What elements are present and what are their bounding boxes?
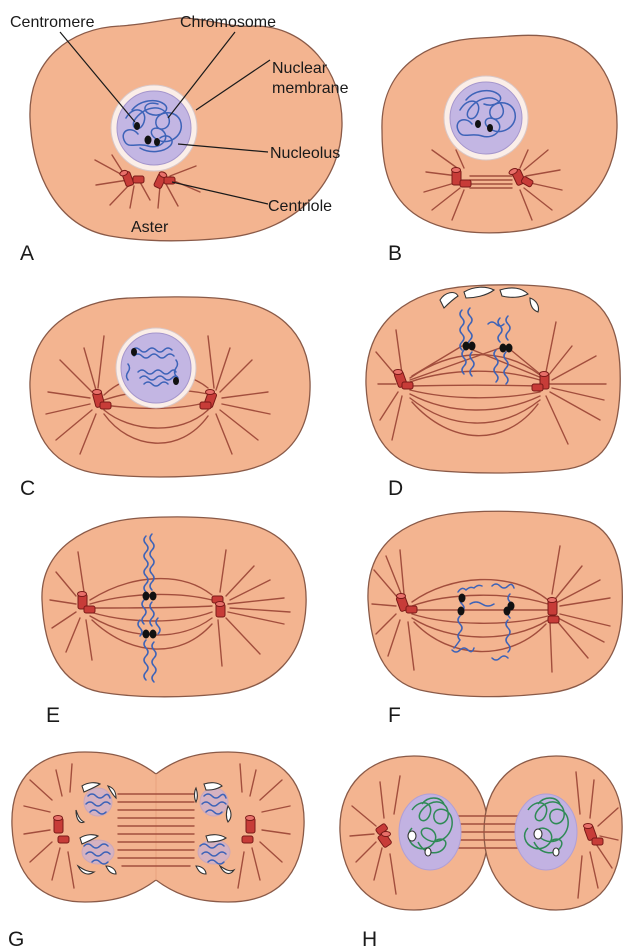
panel-label-c: C bbox=[20, 477, 35, 500]
callout-centriole: Centriole bbox=[268, 198, 332, 215]
callout-nuclear-line2: membrane bbox=[272, 80, 349, 97]
callout-nuclear-line1: Nuclear bbox=[272, 60, 328, 77]
callout-chromosome: Chromosome bbox=[180, 14, 276, 31]
centriole-pair-f-right bbox=[548, 598, 560, 624]
panel-label-e: E bbox=[46, 704, 60, 727]
callout-centromere: Centromere bbox=[10, 14, 95, 31]
panel-e: E bbox=[42, 517, 306, 727]
nucleus-c bbox=[121, 333, 191, 403]
panel-label-a: A bbox=[20, 242, 34, 265]
panel-label-f: F bbox=[388, 704, 401, 727]
panel-b: B bbox=[382, 35, 617, 265]
panel-label-h: H bbox=[362, 928, 377, 951]
panel-c: C bbox=[20, 297, 310, 500]
panel-label-d: D bbox=[388, 477, 403, 500]
nucleolus-a bbox=[145, 136, 152, 145]
panel-a: Centromere Chromosome Nuclear membrane N… bbox=[10, 14, 349, 265]
panel-g: G bbox=[8, 752, 304, 951]
callout-aster: Aster bbox=[131, 219, 169, 236]
centromere-a bbox=[134, 122, 140, 130]
panel-label-b: B bbox=[388, 242, 402, 265]
nucleus-b bbox=[450, 82, 522, 154]
panel-label-g: G bbox=[8, 928, 24, 951]
panel-h: H bbox=[340, 756, 622, 951]
callout-nucleolus: Nucleolus bbox=[270, 145, 340, 162]
panel-f: F bbox=[368, 511, 622, 727]
panel-d: D bbox=[366, 285, 620, 500]
